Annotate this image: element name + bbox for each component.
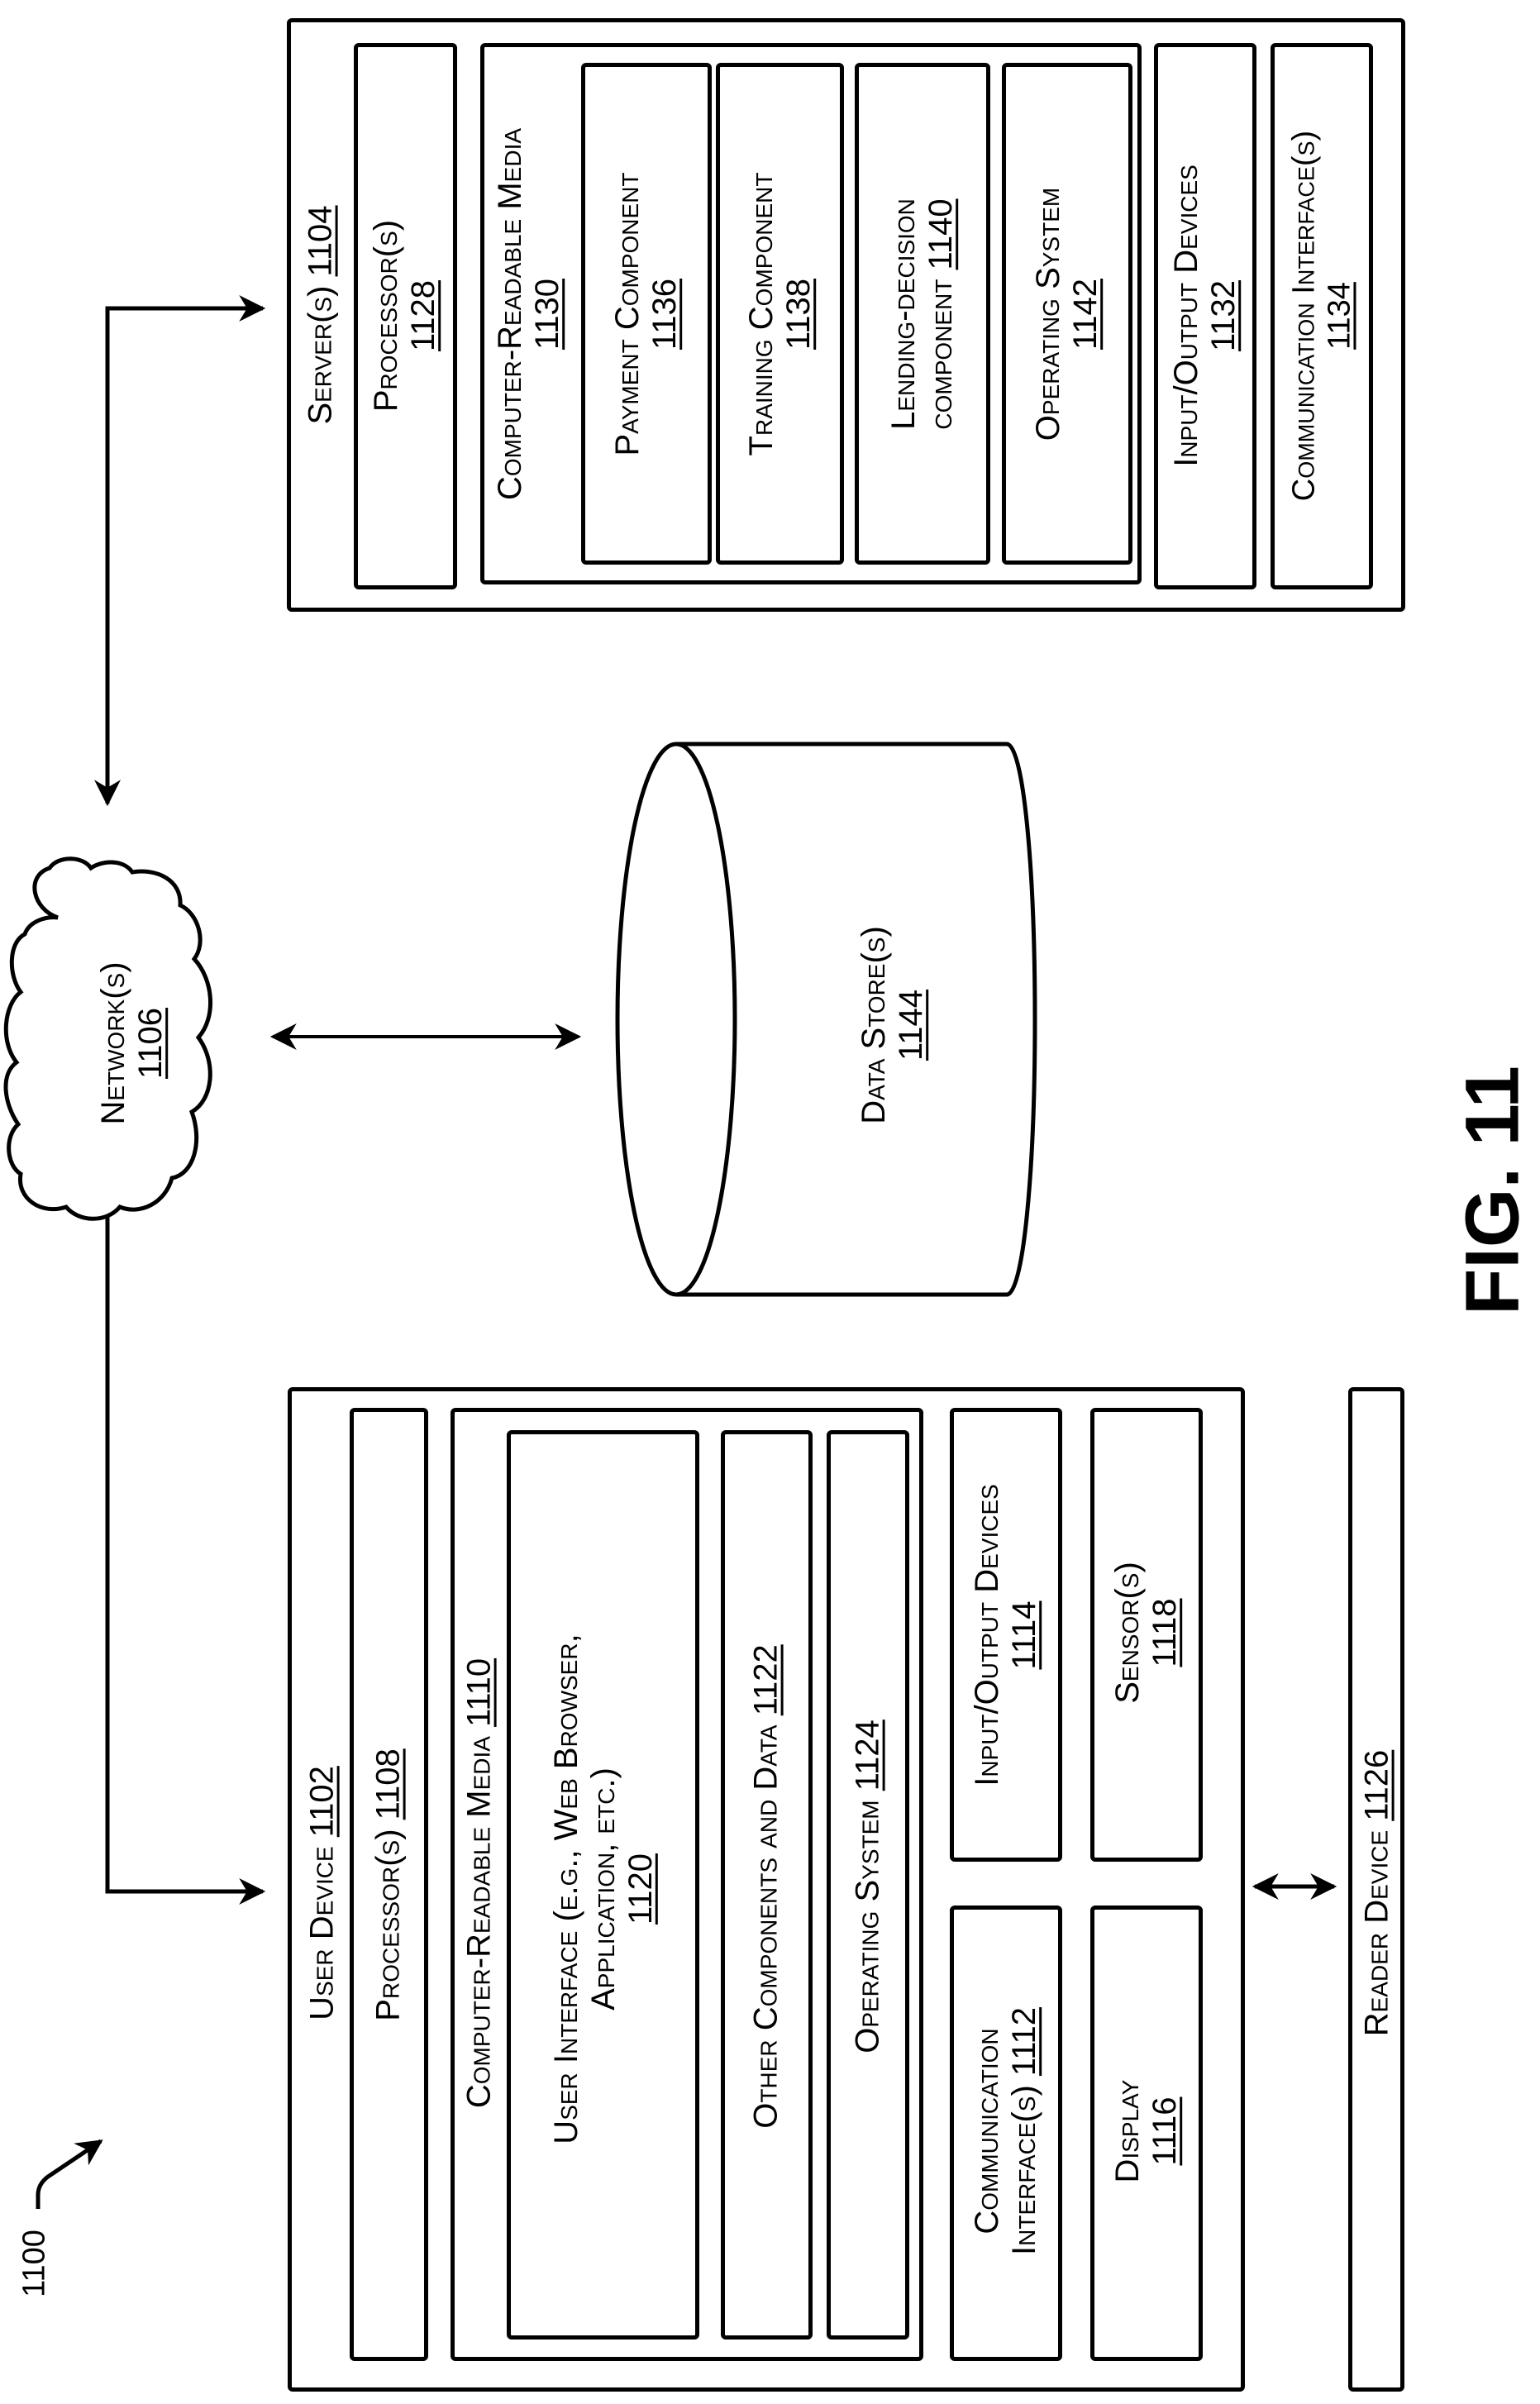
system-ref-pointer <box>38 2141 101 2209</box>
server-processor-title: Processor(s) <box>368 220 405 412</box>
user-interface-label: User Interface (e.g., Web Browser, Appli… <box>548 1634 659 2144</box>
reader-device-label: Reader Device 1126 <box>1359 1750 1396 2037</box>
user-device-title: User Device 1102 <box>304 1766 341 2020</box>
user-device-ref: 1102 <box>304 1766 341 1837</box>
user-comm-title-line2: Interface(s) <box>1006 2085 1042 2255</box>
user-device-title-text: User Device <box>304 1846 341 2020</box>
lending-decision-component-label: Lending-decision component 1140 <box>885 198 960 430</box>
display-label: Display 1116 <box>1109 2080 1184 2183</box>
user-comm-ref: 1112 <box>1006 2007 1042 2076</box>
user-interface-line2: Application, etc.) <box>585 1634 622 2144</box>
display-title: Display <box>1109 2080 1147 2183</box>
user-interface-ref: 1120 <box>622 1634 659 2144</box>
network-ref: 1106 <box>132 961 169 1124</box>
server-io-ref: 1132 <box>1205 165 1242 467</box>
sensor-label: Sensor(s) 1118 <box>1109 1562 1184 1704</box>
network-label: Network(s) 1106 <box>95 961 169 1124</box>
user-os-label: Operating System 1124 <box>850 1720 887 2053</box>
user-comm-title-line1: Communication <box>969 2007 1006 2255</box>
training-component-label: Training Component 1138 <box>743 173 818 456</box>
sensor-title: Sensor(s) <box>1109 1562 1147 1704</box>
data-store-label: Data Store(s) 1144 <box>856 926 930 1124</box>
training-component-ref: 1138 <box>780 173 818 456</box>
server-comm-title: Communication Interface(s) <box>1286 131 1322 501</box>
network-title: Network(s) <box>95 961 132 1124</box>
server-crm-ref: 1130 <box>529 128 566 500</box>
user-interface-line1: User Interface (e.g., Web Browser, <box>548 1634 585 2144</box>
server-title-text: Server(s) <box>303 286 339 425</box>
other-components-label: Other Components and Data 1122 <box>748 1644 785 2128</box>
server-processor-label: Processor(s) 1128 <box>368 220 442 412</box>
training-component-title: Training Component <box>743 173 780 456</box>
user-comm-label: Communication Interface(s) 1112 <box>969 2007 1043 2255</box>
user-os-ref: 1124 <box>850 1720 886 1791</box>
reader-device-title: Reader Device <box>1359 1830 1395 2036</box>
lending-decision-title-line2: component <box>923 279 959 430</box>
user-crm-ref: 1110 <box>461 1658 498 1727</box>
server-io-title: Input/Output Devices <box>1168 165 1205 467</box>
user-io-label: Input/Output Devices 1114 <box>969 1484 1043 1786</box>
server-ref: 1104 <box>303 205 339 276</box>
user-crm-label: Computer-Readable Media 1110 <box>461 1658 498 2108</box>
figure-label: FIG. 11 <box>1450 1066 1537 1315</box>
user-processor-title: Processor(s) <box>370 1829 407 2020</box>
network-server-connector <box>107 308 263 804</box>
payment-component-label: Payment Component 1136 <box>609 172 684 456</box>
data-store-cylinder-icon <box>617 744 1035 1295</box>
user-io-title: Input/Output Devices <box>969 1484 1006 1786</box>
network-user-device-connector <box>107 1147 263 1891</box>
server-os-label: Operating System 1142 <box>1030 188 1104 441</box>
user-processor-label: Processor(s) 1108 <box>370 1748 408 2020</box>
reader-device-ref: 1126 <box>1359 1750 1395 1821</box>
server-comm-ref: 1134 <box>1322 131 1357 501</box>
server-io-label: Input/Output Devices 1132 <box>1168 165 1242 467</box>
payment-component-title: Payment Component <box>609 172 646 456</box>
other-components-title: Other Components and Data <box>748 1724 784 2128</box>
server-processor-ref: 1128 <box>405 220 442 412</box>
system-ref-label: 1100 <box>17 2230 53 2297</box>
user-processor-ref: 1108 <box>370 1748 407 1820</box>
lending-decision-title-line1: Lending-decision <box>885 198 923 430</box>
server-title: Server(s) 1104 <box>303 205 340 424</box>
server-crm-label: Computer-Readable Media 1130 <box>492 128 566 500</box>
payment-component-ref: 1136 <box>646 172 684 456</box>
data-store-ref: 1144 <box>893 926 930 1124</box>
user-crm-title: Computer-Readable Media <box>461 1736 498 2108</box>
sensor-ref: 1118 <box>1147 1562 1184 1704</box>
server-os-ref: 1142 <box>1067 188 1104 441</box>
server-crm-title: Computer-Readable Media <box>492 128 529 500</box>
lending-decision-ref: 1140 <box>923 198 959 269</box>
server-comm-label: Communication Interface(s) 1134 <box>1286 131 1356 501</box>
user-io-ref: 1114 <box>1006 1484 1043 1786</box>
display-ref: 1116 <box>1147 2080 1184 2183</box>
server-os-title: Operating System <box>1030 188 1067 441</box>
user-os-title: Operating System <box>850 1800 886 2053</box>
other-components-ref: 1122 <box>748 1644 784 1715</box>
data-store-title: Data Store(s) <box>856 926 893 1124</box>
